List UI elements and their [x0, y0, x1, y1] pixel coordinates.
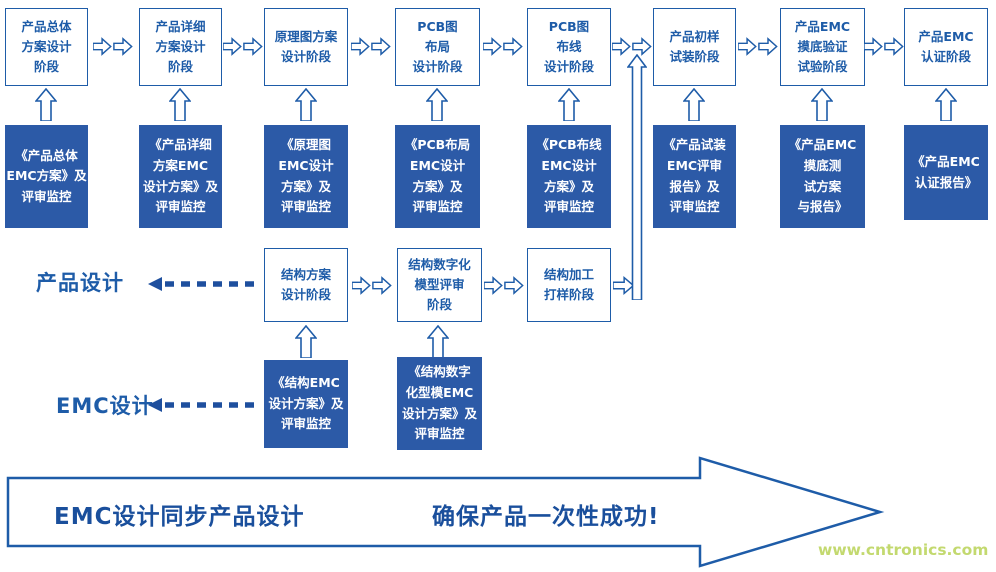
flow-arrow-up-icon [295, 88, 317, 121]
emc-doc-box: 《结构数字 化型模EMC 设计方案》及 评审监控 [397, 357, 482, 450]
flow-arrow-right-icon [483, 37, 523, 56]
watermark: www.cntronics.com [818, 541, 989, 559]
flow-arrow-right-icon [351, 37, 391, 56]
dashed-arrow-left-icon [148, 398, 255, 412]
stage-box: PCB图 布线 设计阶段 [527, 8, 611, 86]
banner-text-right: 确保产品一次性成功! [432, 504, 660, 530]
flow-arrow-right-icon [864, 37, 904, 56]
flow-arrow-right-icon [223, 37, 263, 56]
dashed-arrow-left-icon [148, 277, 255, 291]
structure-stage-box: 结构方案 设计阶段 [264, 248, 348, 322]
flow-arrow-right-icon [93, 37, 133, 56]
flow-arrow-up-icon [935, 88, 957, 121]
doc-box: 《PCB布局 EMC设计 方案》及 评审监控 [395, 125, 480, 228]
doc-box: 《PCB布线 EMC设计 方案》及 评审监控 [527, 125, 611, 228]
flow-arrow-up-icon [169, 88, 191, 121]
flow-arrow-right-icon [613, 276, 635, 295]
stage-box: 产品总体 方案设计 阶段 [5, 8, 88, 86]
doc-box: 《产品总体 EMC方案》及 评审监控 [5, 125, 88, 228]
stage-box: 产品EMC 摸底验证 试验阶段 [780, 8, 865, 86]
stage-box: 产品初样 试装阶段 [653, 8, 736, 86]
flow-arrow-up-icon [35, 88, 57, 121]
doc-box: 《产品EMC 认证报告》 [904, 125, 988, 220]
doc-box: 《产品试装 EMC评审 报告》及 评审监控 [653, 125, 736, 228]
flow-arrow-up-icon [558, 88, 580, 121]
flow-arrow-up-icon [426, 88, 448, 121]
emc-doc-box: 《结构EMC 设计方案》及 评审监控 [264, 360, 348, 448]
stage-box: 产品详细 方案设计 阶段 [139, 8, 222, 86]
flow-arrow-right-icon [352, 276, 392, 295]
doc-box: 《产品详细 方案EMC 设计方案》及 评审监控 [139, 125, 222, 228]
stage-box: 产品EMC 认证阶段 [904, 8, 988, 86]
flow-arrow-up-icon [427, 325, 449, 358]
structure-stage-box: 结构加工 打样阶段 [527, 248, 611, 322]
product-design-label: 产品设计 [36, 271, 124, 295]
flow-arrow-up-icon [683, 88, 705, 121]
banner-text-left: EMC设计同步产品设计 [54, 504, 305, 530]
stage-box: PCB图 布局 设计阶段 [395, 8, 480, 86]
doc-box: 《产品EMC 摸底测 试方案 与报告》 [780, 125, 865, 228]
banner-arrow [6, 456, 885, 568]
stage-box: 原理图方案 设计阶段 [264, 8, 348, 86]
doc-box: 《原理图 EMC设计 方案》及 评审监控 [264, 125, 348, 228]
structure-stage-box: 结构数字化 模型评审 阶段 [397, 248, 482, 322]
flow-arrow-right-icon [738, 37, 778, 56]
flow-arrow-up-icon [295, 325, 317, 358]
emc-design-label: EMC设计 [56, 394, 154, 418]
flow-arrow-right-icon [484, 276, 524, 295]
long-arrow-up-icon [627, 54, 647, 300]
flow-arrow-up-icon [811, 88, 833, 121]
flow-arrow-right-icon [612, 37, 652, 56]
